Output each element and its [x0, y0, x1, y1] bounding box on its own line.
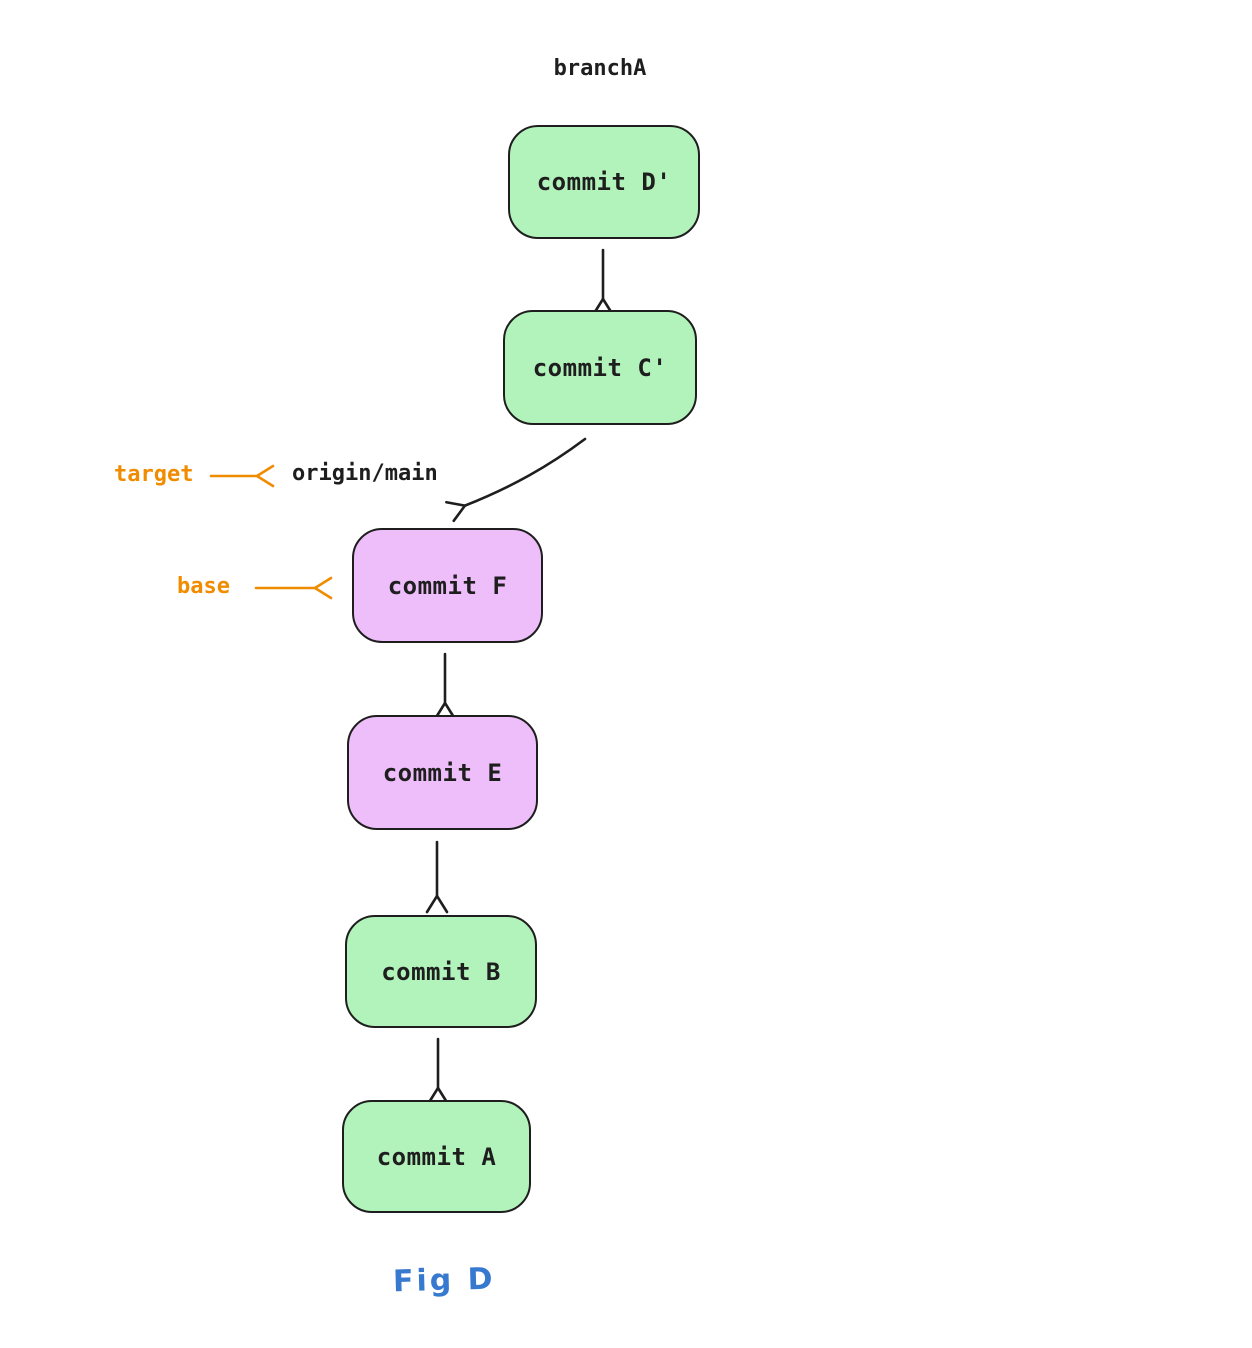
edge-commit-cprime-to-commit-f-arrow: [445, 437, 587, 523]
node-commit-b-label: commit B: [381, 957, 501, 986]
branch-label: branchA: [553, 56, 647, 81]
node-commit-f-label: commit F: [387, 571, 508, 600]
origin-main-label: origin/main: [292, 461, 438, 486]
node-commit-a-label: commit A: [376, 1142, 497, 1171]
target-label: target: [114, 462, 194, 487]
node-commit-f: commit F: [352, 528, 543, 643]
node-commit-d-prime-label: commit D': [536, 168, 672, 196]
node-commit-e-label: commit E: [382, 758, 503, 787]
figure-caption: Fig D: [392, 1261, 497, 1300]
node-commit-c-prime-label: commit C': [532, 353, 668, 382]
node-commit-a: commit A: [342, 1100, 531, 1213]
node-commit-b: commit B: [345, 915, 537, 1028]
base-label: base: [177, 574, 230, 599]
node-commit-c-prime: commit C': [503, 310, 697, 425]
node-commit-e: commit E: [347, 715, 538, 830]
node-commit-d-prime: commit D': [508, 125, 700, 239]
